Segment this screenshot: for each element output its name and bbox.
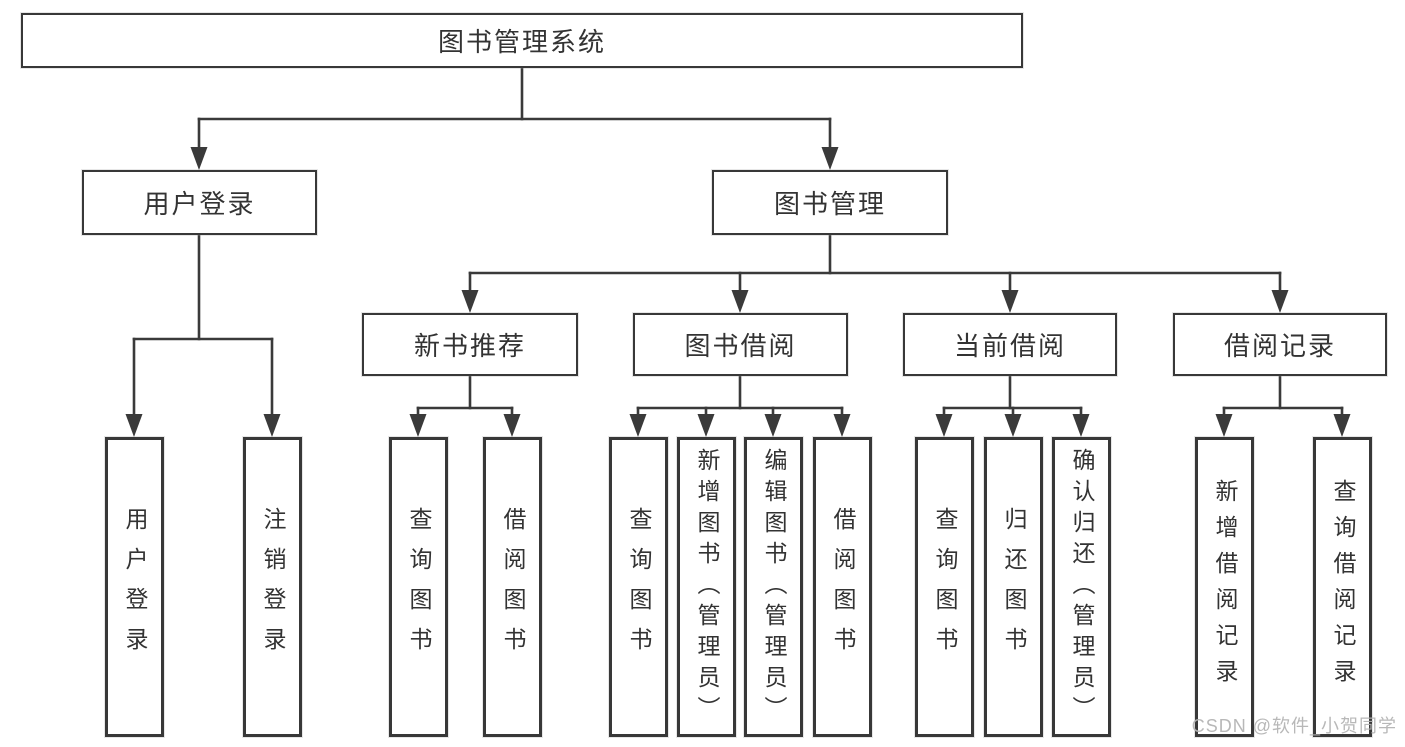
node-label: 查询图书 bbox=[932, 507, 958, 667]
node-label: 查询图书 bbox=[626, 507, 652, 667]
leaf-logout: 注销登录 bbox=[243, 437, 302, 737]
node-user-login: 用户登录 bbox=[82, 170, 317, 235]
node-borrowing-records: 借阅记录 bbox=[1173, 313, 1387, 376]
node-label: 借阅图书 bbox=[830, 507, 856, 667]
node-label: 图书管理系统 bbox=[437, 27, 606, 57]
node-library-management-system: 图书管理系统 bbox=[21, 13, 1023, 68]
node-label: 新增图书（管理员） bbox=[694, 447, 720, 727]
node-label: 借阅图书 bbox=[500, 507, 526, 667]
node-label: 新增借阅记录 bbox=[1212, 479, 1238, 695]
leaf-add-books-admin: 新增图书（管理员） bbox=[677, 437, 736, 737]
node-label: 查询图书 bbox=[406, 507, 432, 667]
leaf-borrow-books: 借阅图书 bbox=[813, 437, 872, 737]
node-label: 借阅记录 bbox=[1223, 331, 1336, 361]
node-book-borrowing: 图书借阅 bbox=[633, 313, 848, 376]
leaf-edit-books-admin: 编辑图书（管理员） bbox=[744, 437, 803, 737]
node-label: 新书推荐 bbox=[413, 331, 526, 361]
node-label: 查询借阅记录 bbox=[1330, 479, 1356, 695]
node-label: 确认归还（管理员） bbox=[1069, 447, 1095, 727]
leaf-borrow-books: 借阅图书 bbox=[483, 437, 542, 737]
watermark: CSDN @软件_小贺同学 bbox=[1191, 716, 1397, 736]
leaf-query-borrow-record: 查询借阅记录 bbox=[1313, 437, 1372, 737]
leaf-query-books: 查询图书 bbox=[915, 437, 974, 737]
node-label: 编辑图书（管理员） bbox=[761, 447, 787, 727]
node-book-management: 图书管理 bbox=[712, 170, 948, 235]
node-label: 用户登录 bbox=[122, 507, 148, 667]
leaf-confirm-return-admin: 确认归还（管理员） bbox=[1052, 437, 1111, 737]
node-new-book-recommendation: 新书推荐 bbox=[362, 313, 578, 376]
node-label: 用户登录 bbox=[143, 189, 256, 219]
leaf-return-books: 归还图书 bbox=[984, 437, 1043, 737]
node-label: 当前借阅 bbox=[953, 331, 1066, 361]
node-current-borrowing: 当前借阅 bbox=[903, 313, 1117, 376]
node-label: 图书管理 bbox=[773, 189, 886, 219]
leaf-query-books: 查询图书 bbox=[609, 437, 668, 737]
node-label: 归还图书 bbox=[1001, 507, 1027, 667]
leaf-user-login: 用户登录 bbox=[105, 437, 164, 737]
node-label: 注销登录 bbox=[260, 507, 286, 667]
leaf-query-books: 查询图书 bbox=[389, 437, 448, 737]
node-label: 图书借阅 bbox=[684, 331, 797, 361]
leaf-add-borrow-record: 新增借阅记录 bbox=[1195, 437, 1254, 737]
